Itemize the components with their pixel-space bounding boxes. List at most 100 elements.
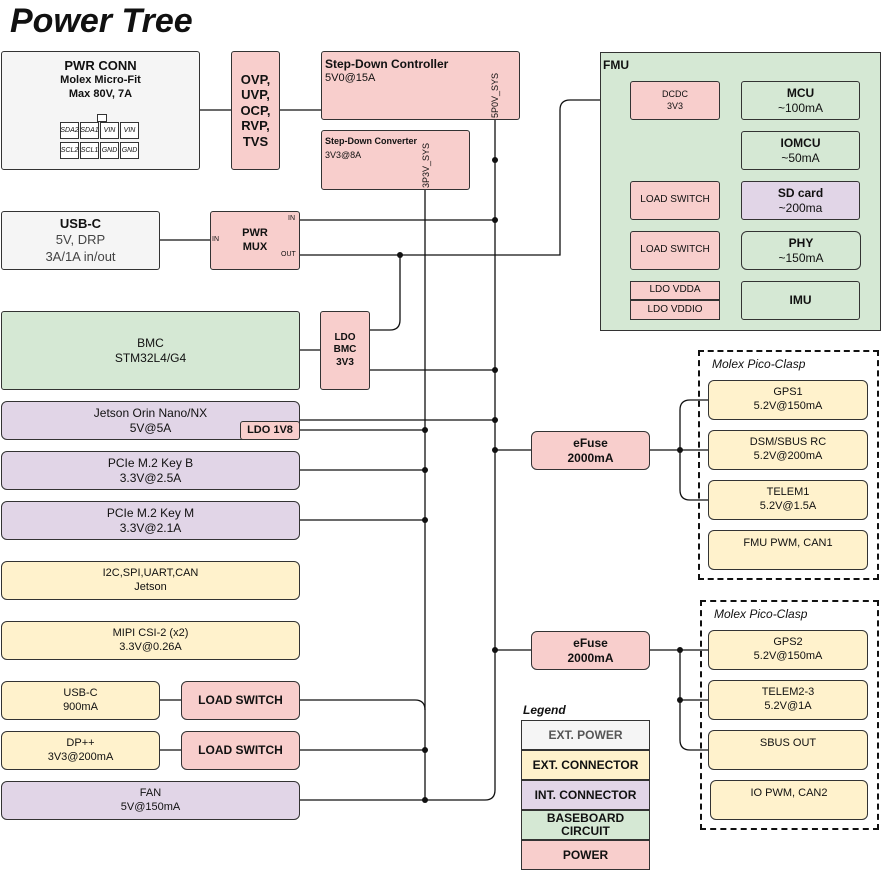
- efuse2-title: eFuse: [573, 635, 608, 650]
- i2c-line2: Jetson: [134, 580, 167, 593]
- page-title: Power Tree: [10, 2, 193, 40]
- fmu-pwm-name: FMU PWM, CAN1: [743, 537, 833, 549]
- mipi-line2: 3.3V@0.26A: [119, 640, 182, 653]
- converter-value: 3V3@8A: [325, 150, 362, 161]
- gps1-name: GPS1: [773, 386, 803, 399]
- pwr-conn-line1: Molex Micro-Fit: [60, 74, 141, 87]
- dp-connector: DP++ 3V3@200mA: [1, 731, 160, 770]
- dcdc-line1: DCDC: [662, 89, 688, 100]
- pwr-conn-line2: Max 80V, 7A: [68, 88, 133, 100]
- telem1-name: TELEM1: [766, 486, 810, 499]
- pin-gnd-a: GND: [100, 142, 119, 159]
- mipi-connector: MIPI CSI-2 (x2) 3.3V@0.26A: [1, 621, 300, 660]
- rail-3p3v: 3P3V_SYS: [421, 142, 431, 188]
- pwr-mux: PWR MUX: [210, 211, 300, 270]
- pin-gnd-b: GND: [120, 142, 139, 159]
- pwr-mux-title: PWR MUX: [242, 226, 268, 253]
- sdcard-name: SD card: [777, 185, 824, 200]
- mux-pin-in: IN: [212, 236, 219, 243]
- pcie-b-line1: PCIe M.2 Key B: [107, 455, 194, 470]
- step-down-converter: Step-Down Converter 3V3@8A: [321, 130, 470, 190]
- protection-tvs: TVS: [242, 133, 269, 149]
- pico2-label: Molex Pico-Clasp: [714, 607, 808, 621]
- usb-c-title: USB-C: [59, 216, 102, 232]
- efuse-2: eFuse 2000mA: [531, 631, 650, 670]
- pin-sda2: SDA2: [60, 122, 79, 139]
- dsm-name: DSM/SBUS RC: [749, 436, 827, 449]
- fmu-load-switch-sd: LOAD SWITCH: [630, 181, 720, 220]
- fmu-load-switch-phy: LOAD SWITCH: [630, 231, 720, 270]
- usbc-out-line2: 900mA: [63, 700, 98, 713]
- pcie-m-line1: PCIe M.2 Key M: [106, 505, 195, 520]
- legend-power: POWER: [521, 840, 650, 870]
- protection-rvp: RVP,: [241, 118, 270, 134]
- telem23-name: TELEM2-3: [761, 686, 815, 699]
- connector-key: [97, 114, 107, 122]
- usb-c-output: USB-C 900mA: [1, 681, 160, 720]
- fmu-dcdc: DCDC 3V3: [630, 81, 720, 120]
- iomcu-name: IOMCU: [780, 135, 821, 150]
- gps2-value: 5.2V@150mA: [753, 650, 823, 662]
- pwr-conn-title: PWR CONN: [64, 58, 137, 73]
- sdcard-current: ~200ma: [778, 200, 823, 215]
- pcie-key-m: PCIe M.2 Key M 3.3V@2.1A: [1, 501, 300, 540]
- protection-block: OVP, UVP, OCP, RVP, TVS: [231, 51, 280, 170]
- mux-pin-out: OUT: [281, 251, 296, 258]
- dp-line1: DP++: [66, 736, 95, 749]
- pico1-fmu-pwm: FMU PWM, CAN1: [708, 530, 868, 570]
- pico1-telem1: TELEM1 5.2V@1.5A: [708, 480, 868, 520]
- fmu-mcu: MCU ~100mA: [741, 81, 860, 120]
- dp-line2: 3V3@200mA: [47, 750, 114, 763]
- load-switch-dp: LOAD SWITCH: [181, 731, 300, 770]
- bmc-line2: STM32L4/G4: [114, 350, 187, 365]
- pin-scl2: SCL2: [60, 142, 79, 159]
- pin-vin-a: VIN: [100, 122, 119, 139]
- mipi-line1: MIPI CSI-2 (x2): [112, 626, 189, 639]
- mux-pin-in2: IN: [288, 215, 295, 222]
- pico-clasp-group-2: [700, 600, 879, 830]
- converter-title: Step-Down Converter: [325, 136, 418, 146]
- phy-name: PHY: [788, 235, 814, 250]
- pico2-telem23: TELEM2-3 5.2V@1A: [708, 680, 868, 720]
- usb-c-line1: 5V, DRP: [55, 232, 106, 248]
- fan-line1: FAN: [139, 786, 162, 799]
- dcdc-line2: 3V3: [666, 100, 683, 111]
- efuse1-title: eFuse: [573, 435, 608, 450]
- load-switch-usbc: LOAD SWITCH: [181, 681, 300, 720]
- controller-title: Step-Down Controller: [325, 57, 449, 71]
- sbus-out-name: SBUS OUT: [759, 737, 817, 749]
- legend-ext-connector: EXT. CONNECTOR: [521, 750, 650, 780]
- phy-current: ~150mA: [778, 250, 824, 265]
- dsm-value: 5.2V@200mA: [753, 450, 823, 462]
- telem23-value: 5.2V@1A: [764, 700, 812, 712]
- protection-ocp: OCP,: [240, 102, 271, 118]
- pico1-gps1: GPS1 5.2V@150mA: [708, 380, 868, 420]
- pin-vin-b: VIN: [120, 122, 139, 139]
- fmu-title: FMU: [603, 58, 629, 72]
- ldo-bmc-line1: LDO: [334, 331, 356, 343]
- usbc-out-line1: USB-C: [63, 686, 98, 699]
- efuse-1: eFuse 2000mA: [531, 431, 650, 470]
- usb-c-line2: 3A/1A in/out: [45, 248, 116, 264]
- efuse1-value: 2000mA: [567, 450, 614, 465]
- jetson-line1: Jetson Orin Nano/NX: [93, 405, 208, 420]
- ldo-bmc: LDO BMC 3V3: [320, 311, 370, 390]
- efuse2-value: 2000mA: [567, 650, 614, 665]
- mcu-name: MCU: [786, 85, 815, 100]
- pico1-label: Molex Pico-Clasp: [712, 357, 806, 371]
- fan-connector: FAN 5V@150mA: [1, 781, 300, 820]
- io-pwm-name: IO PWM, CAN2: [750, 787, 828, 799]
- protection-uvp: UVP,: [241, 87, 270, 103]
- usb-c-input: USB-C 5V, DRP 3A/1A in/out: [1, 211, 160, 270]
- protection-ovp: OVP,: [240, 71, 271, 87]
- bmc-line1: BMC: [137, 335, 164, 350]
- rail-5p0v: 5P0V_SYS: [490, 72, 500, 118]
- iomcu-current: ~50mA: [781, 150, 820, 165]
- jetson-line2: 5V@5A: [129, 420, 172, 435]
- pico1-dsm-sbus: DSM/SBUS RC 5.2V@200mA: [708, 430, 868, 470]
- fmu-ldo-vdda: LDO VDDA: [630, 281, 720, 300]
- legend-ext-power: EXT. POWER: [521, 720, 650, 750]
- pico2-io-pwm: IO PWM, CAN2: [710, 780, 868, 820]
- fmu-iomcu: IOMCU ~50mA: [741, 131, 860, 170]
